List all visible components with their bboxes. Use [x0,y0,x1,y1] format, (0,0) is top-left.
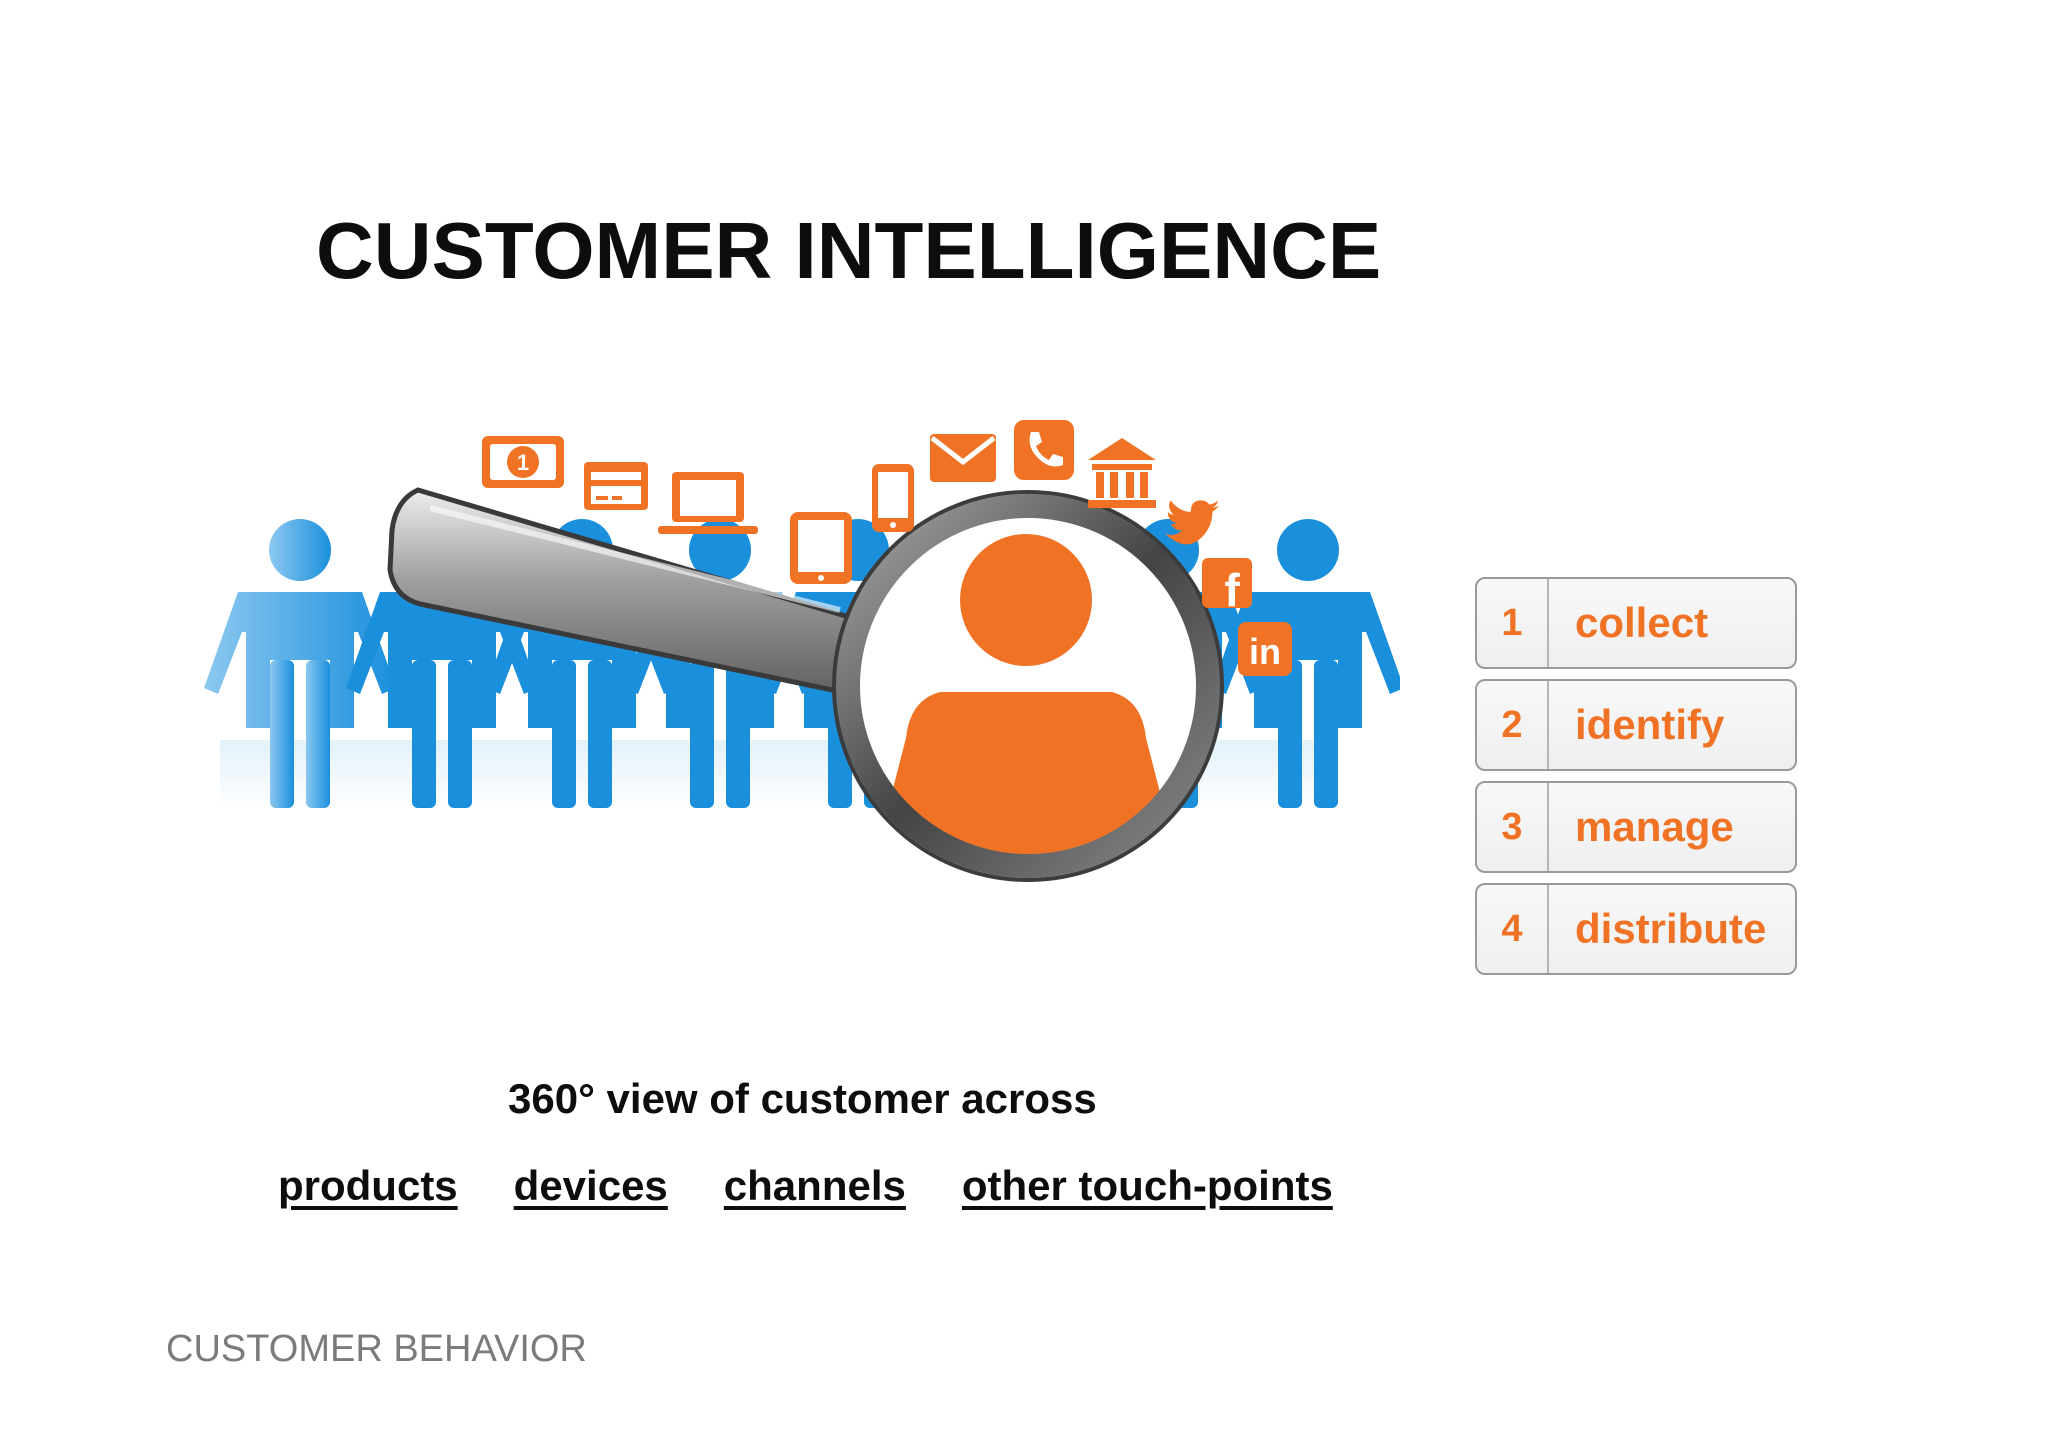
linkedin-icon-label: in [1249,631,1281,672]
facebook-icon-label: f [1224,564,1240,616]
twitter-icon [1164,500,1220,545]
call-icon [1014,420,1074,480]
touchpoint-devices: devices [513,1162,668,1209]
touchpoint-other: other touch-points [961,1162,1333,1209]
magnifier-lens [836,494,1220,878]
email-icon [930,434,996,482]
slide-footer: CUSTOMER BEHAVIOR [166,1328,587,1370]
linkedin-icon: in [1238,622,1292,676]
cash-icon-label: 1 [517,450,529,475]
step-number: 2 [1477,681,1549,769]
touchpoint-products: products [278,1162,458,1209]
touchpoint-channels: channels [723,1162,906,1209]
cash-icon: 1 [482,436,564,488]
magnifier-handle [387,487,904,703]
step-number: 3 [1477,783,1549,871]
laptop-icon [658,472,758,534]
facebook-icon: f [1202,558,1252,616]
step-number: 4 [1477,885,1549,973]
step-collect: 1 collect [1475,577,1797,669]
credit-card-icon [584,462,648,510]
phone-icon [872,464,914,532]
process-steps: 1 collect 2 identify 3 manage 4 distribu… [1475,577,1797,985]
step-label: manage [1575,803,1734,850]
slide-title: CUSTOMER INTELLIGENCE [316,206,1382,295]
channel-icons: 1 [482,420,1292,676]
tablet-icon [790,512,852,584]
step-label: identify [1575,701,1725,748]
step-manage: 3 manage [1475,781,1797,873]
step-number: 1 [1477,579,1549,667]
step-label: collect [1575,599,1709,646]
touchpoint-list: products devices channels other touch-po… [278,1162,1333,1210]
customer-search-illustration: 1 [204,420,1400,882]
step-distribute: 4 distribute [1475,883,1797,975]
bank-icon [1088,438,1156,508]
highlighted-customer-icon [872,534,1180,864]
subtitle-360-view: 360° view of customer across [508,1075,1097,1122]
step-identify: 2 identify [1475,679,1797,771]
step-label: distribute [1575,905,1767,952]
